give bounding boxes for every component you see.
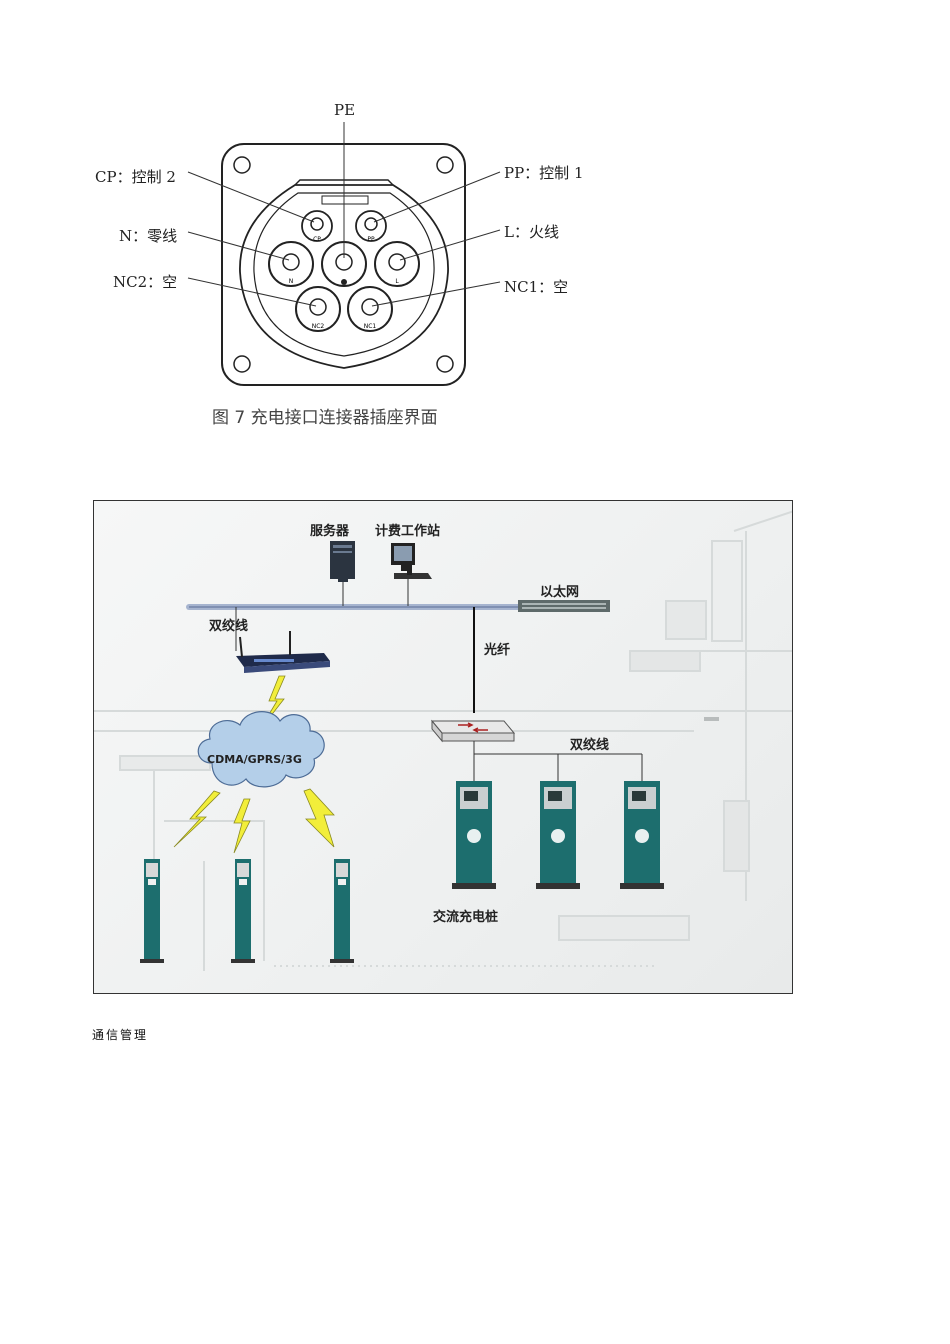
label-pe: PE — [334, 101, 356, 119]
mount-hole-bl — [233, 355, 251, 373]
leader-lines — [187, 122, 501, 307]
pin-mark-l: L — [395, 278, 399, 285]
label-twisted-pair-right: 双绞线 — [570, 738, 610, 753]
fiber-switch-icon — [430, 719, 516, 743]
footer-note: 通信管理 — [92, 1028, 149, 1042]
label-server: 服务器 — [310, 524, 350, 539]
server-icon — [330, 541, 355, 582]
lightning-icon-2 — [233, 798, 251, 854]
label-nc2: NC2：空 — [113, 273, 178, 291]
background-circuit-art — [94, 510, 792, 971]
label-billing-station: 计费工作站 — [375, 524, 441, 539]
mount-hole-br — [436, 355, 454, 373]
mount-hole-tl — [233, 156, 251, 174]
wireless-router-icon — [236, 631, 330, 673]
pin-mark-nc2: NC2 — [312, 323, 325, 330]
label-ethernet: 以太网 — [540, 585, 580, 600]
pin-mark-cp: CP — [313, 236, 321, 243]
label-fiber: 光纤 — [484, 643, 511, 658]
label-l: L：火线 — [504, 223, 559, 241]
ethernet-switch-icon — [518, 600, 610, 612]
lightning-icon-3 — [303, 788, 335, 848]
lightning-icon-1 — [173, 790, 221, 848]
pin-pp — [355, 210, 387, 242]
ac-charger-2 — [536, 781, 580, 889]
pin-n — [268, 241, 314, 287]
network-diagram: 服务器 计费工作站 以太网 双绞线 光纤 CDMA/GPRS/3G 双绞线 交流… — [93, 500, 793, 994]
pin-l — [374, 241, 420, 287]
ac-charger-3 — [620, 781, 664, 889]
workstation-icon — [391, 543, 432, 579]
label-n: N：零线 — [119, 227, 178, 245]
ac-charger-1 — [452, 781, 496, 889]
pin-mark-pp: PP — [367, 236, 375, 243]
figure-caption: 图 7 充电接口连接器插座界面 — [212, 408, 438, 428]
connector-socket-figure: CP PP N L NC2 NC1 — [187, 122, 501, 386]
pin-mark-n: N — [289, 278, 294, 285]
wireless-cloud — [197, 711, 325, 788]
wireless-charger-2 — [231, 859, 255, 963]
pin-mark-nc1: NC1 — [364, 323, 377, 330]
label-cp: CP：控制 2 — [95, 168, 176, 186]
label-pp: PP：控制 1 — [504, 164, 584, 182]
label-wireless: CDMA/GPRS/3G — [207, 753, 302, 766]
label-ac-charger: 交流充电桩 — [433, 910, 499, 925]
pin-cp — [301, 210, 333, 242]
mount-hole-tr — [436, 156, 454, 174]
label-nc1: NC1：空 — [504, 278, 569, 296]
pin-nc2 — [295, 286, 341, 332]
label-twisted-pair-left: 双绞线 — [209, 619, 249, 634]
wireless-charger-3 — [330, 859, 354, 963]
twisted-pair-bus-right — [473, 741, 643, 781]
pin-nc1 — [347, 286, 393, 332]
wireless-charger-1 — [140, 859, 164, 963]
network-diagram-graphic — [94, 510, 792, 971]
